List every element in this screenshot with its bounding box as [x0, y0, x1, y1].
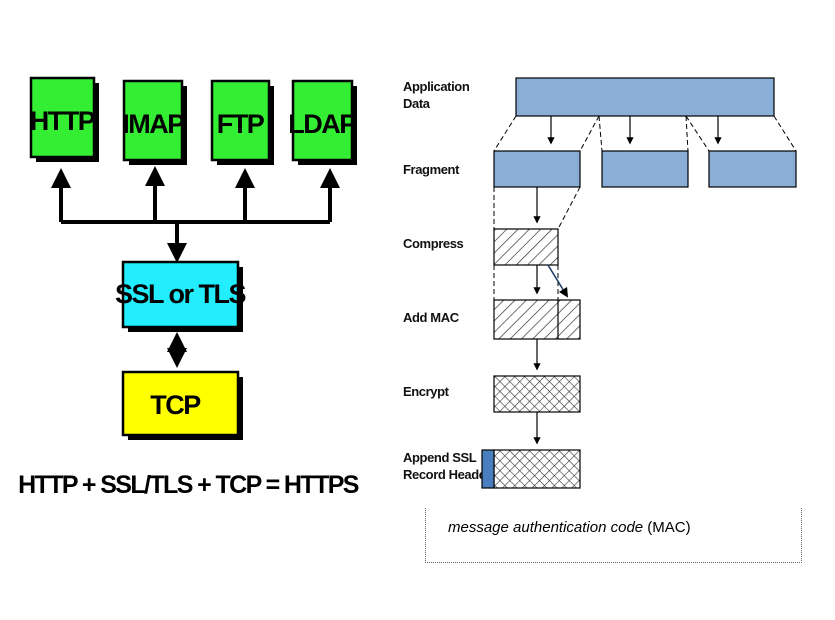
- stage-label-line: Append SSL: [403, 450, 477, 465]
- stage-label-line: Application: [403, 79, 470, 94]
- ssl-tls-label: SSL or TLS: [115, 279, 246, 309]
- stage-label-application-data: Application Data: [403, 79, 473, 111]
- protocol-label-ldap: LDAP: [288, 109, 357, 139]
- stage-label-line: Data: [403, 96, 431, 111]
- encrypted-block: [493, 375, 581, 413]
- stage-label-compress: Compress: [403, 236, 464, 251]
- compressed-block: [493, 228, 559, 266]
- protocol-box-imap: IMAP: [122, 79, 187, 165]
- fragment-arrows: [547, 116, 722, 145]
- application-data-block: [515, 77, 775, 117]
- fragment-guide-lines: [493, 115, 797, 152]
- fragment-block-2: [601, 150, 689, 188]
- ssl-record-header: [481, 449, 495, 489]
- tcp-label: TCP: [150, 390, 201, 420]
- mac-computation-arrow: [547, 264, 569, 298]
- mac-note-text: message authentication code (MAC): [448, 519, 691, 536]
- protocol-box-http: HTTP: [29, 76, 99, 162]
- stage-label-fragment: Fragment: [403, 162, 460, 177]
- stage-label-append-header: Append SSL Record Header: [403, 450, 491, 482]
- mac-note-abbrev: (MAC): [643, 519, 691, 536]
- protocol-label-imap: IMAP: [122, 109, 185, 139]
- ssl-tls-box: SSL or TLS: [115, 260, 247, 332]
- stage-label-line: Record Header: [403, 467, 491, 482]
- stage-label-line: Fragment: [403, 162, 460, 177]
- stage-label-line: Encrypt: [403, 384, 450, 399]
- ssl-record-protocol-diagram: Application Data Fragment Compress Add M…: [403, 77, 797, 489]
- compress-guide-lines: [493, 186, 581, 230]
- mac-guide-lines: [493, 265, 559, 300]
- stage-label-encrypt: Encrypt: [403, 384, 450, 399]
- stage-label-line: Compress: [403, 236, 464, 251]
- https-equation: HTTP + SSL/TLS + TCP = HTTPS: [18, 471, 359, 499]
- protocol-label-http: HTTP: [30, 106, 96, 136]
- stage-label-add-mac: Add MAC: [403, 310, 460, 325]
- tcp-box: TCP: [121, 370, 243, 440]
- stage-label-line: Add MAC: [403, 310, 460, 325]
- protocol-label-ftp: FTP: [217, 109, 265, 139]
- ssl-record-payload: [493, 449, 581, 489]
- fragment-block-1: [493, 150, 581, 188]
- protocol-connector-bus: [51, 166, 340, 263]
- protocol-box-ldap: LDAP: [288, 79, 359, 165]
- protocol-stack-diagram: HTTP IMAP FTP LDAP: [18, 76, 360, 499]
- fragment-block-3: [708, 150, 797, 188]
- mac-note-term: message authentication code: [448, 519, 644, 536]
- protocol-box-ftp: FTP: [210, 79, 274, 165]
- mac-note-box: message authentication code (MAC): [425, 508, 802, 563]
- mac-added-block: [493, 299, 581, 340]
